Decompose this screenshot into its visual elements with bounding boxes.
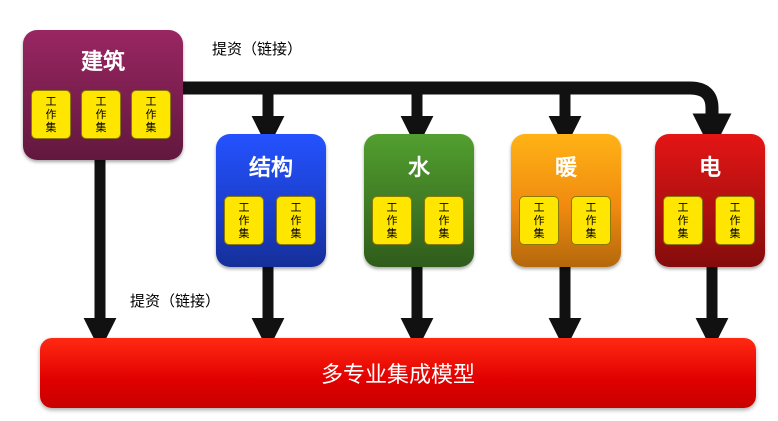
workset-char: 工 xyxy=(95,95,107,108)
arrow-main-bus xyxy=(180,81,732,153)
discipline-box-structure: 结构工作集工作集 xyxy=(216,134,326,267)
workset-char: 集 xyxy=(438,227,450,240)
discipline-title-water: 水 xyxy=(407,156,430,181)
discipline-box-water: 水工作集工作集 xyxy=(364,134,474,267)
discipline-title-structure: 结构 xyxy=(248,156,293,181)
workset-card: 工作集 xyxy=(424,196,464,245)
workset-card: 工作集 xyxy=(715,196,755,245)
workset-char: 集 xyxy=(386,227,398,240)
workset-char: 作 xyxy=(45,108,57,121)
integrated-model-label: 多专业集成模型 xyxy=(320,363,475,388)
workset-char: 集 xyxy=(238,227,250,240)
workset-char: 作 xyxy=(386,214,398,227)
workset-card: 工作集 xyxy=(372,196,412,245)
discipline-title-electric: 电 xyxy=(698,156,721,181)
workset-char: 集 xyxy=(677,227,689,240)
workset-char: 工 xyxy=(386,201,398,214)
workset-card: 工作集 xyxy=(131,90,171,139)
discipline-box-electric: 电工作集工作集 xyxy=(655,134,765,267)
workset-card: 工作集 xyxy=(519,196,559,245)
discipline-title-hvac: 暖 xyxy=(554,156,577,181)
workset-char: 作 xyxy=(729,214,741,227)
link-label-bottom: 提资（链接） xyxy=(130,292,221,310)
workset-char: 工 xyxy=(238,201,250,214)
workset-card: 工作集 xyxy=(663,196,703,245)
workset-char: 工 xyxy=(438,201,450,214)
workset-char: 作 xyxy=(438,214,450,227)
workset-char: 集 xyxy=(729,227,741,240)
workset-char: 工 xyxy=(677,201,689,214)
workset-card: 工作集 xyxy=(571,196,611,245)
integrated-model-bar: 多专业集成模型 xyxy=(40,338,756,408)
workset-char: 作 xyxy=(95,108,107,121)
workset-char: 作 xyxy=(585,214,597,227)
workset-char: 集 xyxy=(585,227,597,240)
workset-char: 集 xyxy=(290,227,302,240)
workset-char: 集 xyxy=(95,121,107,134)
workset-card: 工作集 xyxy=(31,90,71,139)
workset-char: 集 xyxy=(145,121,157,134)
workset-char: 作 xyxy=(677,214,689,227)
link-label-top: 提资（链接） xyxy=(212,40,303,58)
workset-char: 集 xyxy=(533,227,545,240)
workset-card: 工作集 xyxy=(276,196,316,245)
workset-char: 工 xyxy=(729,201,741,214)
workset-char: 作 xyxy=(238,214,250,227)
architecture-title: 建筑 xyxy=(80,50,125,75)
workset-char: 工 xyxy=(585,201,597,214)
workset-char: 工 xyxy=(145,95,157,108)
workset-card: 工作集 xyxy=(224,196,264,245)
workset-card: 工作集 xyxy=(81,90,121,139)
discipline-box-hvac: 暖工作集工作集 xyxy=(511,134,621,267)
workset-char: 工 xyxy=(533,201,545,214)
workset-char: 工 xyxy=(45,95,57,108)
workset-char: 作 xyxy=(145,108,157,121)
workset-char: 工 xyxy=(290,201,302,214)
architecture-box: 建筑 工作集工作集工作集 xyxy=(23,30,183,160)
workset-char: 集 xyxy=(45,121,57,134)
workset-char: 作 xyxy=(290,214,302,227)
workset-char: 作 xyxy=(533,214,545,227)
